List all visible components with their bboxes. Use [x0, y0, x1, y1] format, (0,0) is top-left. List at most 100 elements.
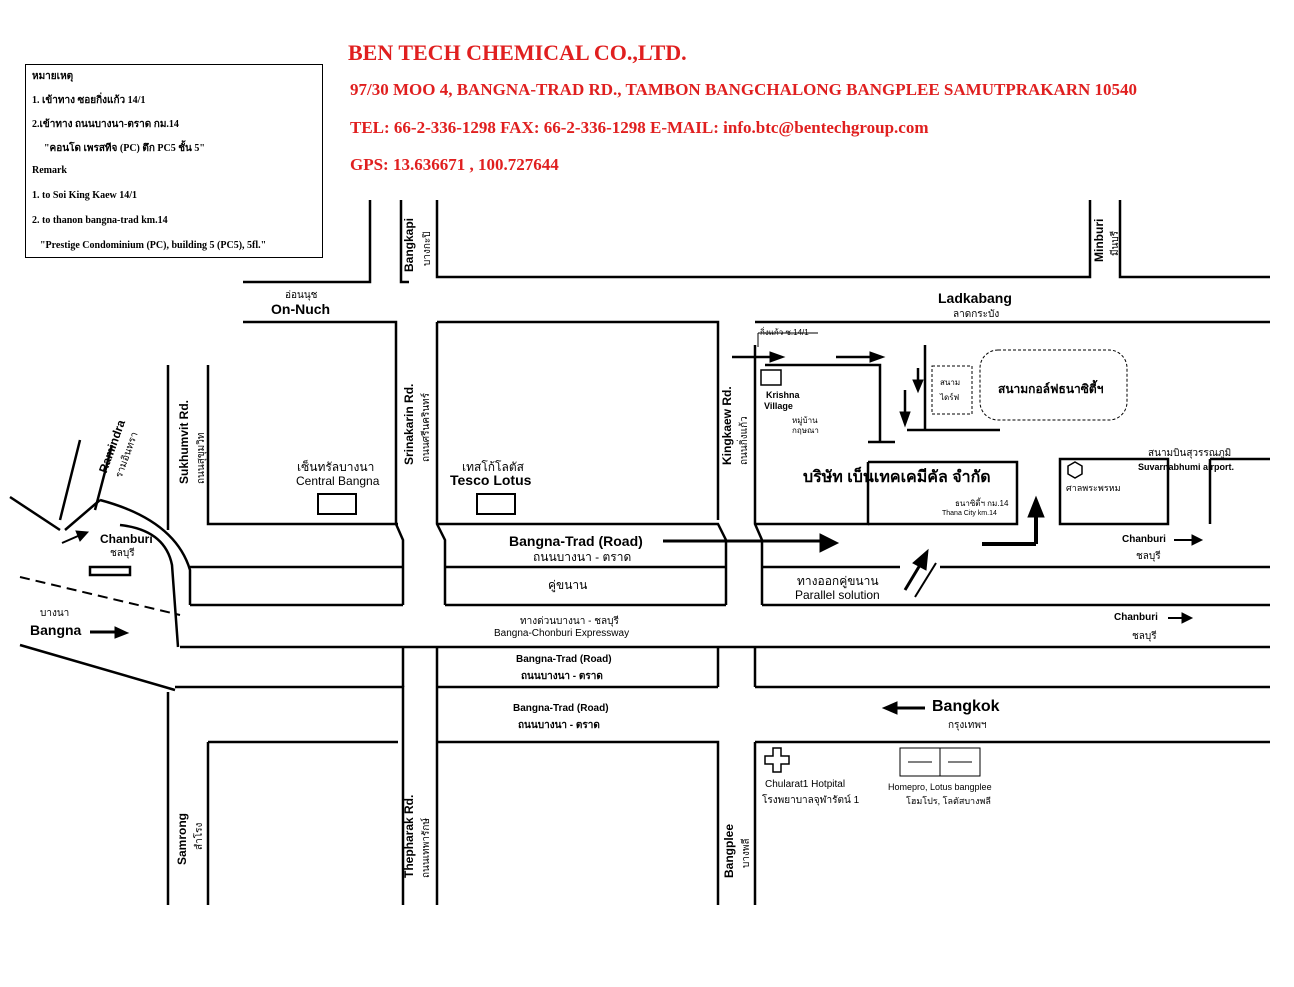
minburi-label: Minburi — [1092, 218, 1106, 262]
bangna-dashed-road — [19, 576, 181, 616]
remark-line: 2.เข้าทาง ถนนบางนา-ตราด กม.14 — [32, 119, 179, 130]
golf-course — [979, 349, 1128, 421]
srinakarin-th-label: ถนนศรีนครินทร์ — [421, 392, 432, 462]
homepro-label: Homepro, Lotus bangplee — [888, 782, 992, 792]
onnuch-south-edge — [243, 320, 398, 370]
bangnatrad2-label: Bangna-Trad (Road) — [516, 654, 612, 665]
bangnatrad2-th-label: ถนนบางนา - ตราด — [521, 671, 603, 682]
bangkapi-th-label: บางกะปิ — [422, 231, 433, 266]
bangkapi-label: Bangkapi — [402, 217, 416, 272]
chanburi-label: Chanburi — [100, 532, 153, 546]
soi-road — [765, 363, 882, 442]
kingkaew-th-label: ถนนกิ่งแก้ว — [739, 416, 750, 465]
junction-island — [88, 565, 132, 577]
company-gps: GPS: 13.636671 , 100.727644 — [350, 155, 559, 174]
central-th-label: เซ็นทรัลบางนา — [297, 460, 375, 474]
chanburi3-label: Chanburi — [1114, 612, 1158, 623]
samrong-th-label: สำโรง — [194, 822, 205, 850]
samrong-label: Samrong — [175, 812, 189, 865]
driving-range — [931, 365, 973, 415]
hospital-th-label: โรงพยาบาลจุฬารัตน์ 1 — [762, 795, 860, 806]
krishna-th-1: หมู่บ้าน — [792, 416, 818, 425]
tesco-label: Tesco Lotus — [450, 472, 532, 488]
soi-label: กิ่งแก้ว ซ.14/1 — [760, 328, 809, 337]
sukhumvit-label: Sukhumvit Rd. — [177, 399, 191, 484]
remark-line: Remark — [32, 165, 67, 176]
bangna-label: Bangna — [30, 622, 82, 638]
bangnatrad-label: Bangna-Trad (Road) — [509, 533, 643, 549]
company-block — [868, 440, 1019, 526]
krishna-th-2: กฤษณา — [792, 426, 819, 435]
minburi-th-label: มีนบุรี — [1110, 230, 1121, 256]
thanacity-label: Thana City km.14 — [942, 510, 997, 517]
hospital-label: Chularat1 Hotpital — [765, 779, 846, 790]
west-road-2 — [64, 499, 101, 531]
bangplee-road — [437, 740, 1270, 905]
remark-line: 1. to Soi King Kaew 14/1 — [32, 190, 138, 201]
bangna-road-lower — [19, 643, 176, 692]
airport-th-label: สนามบินสุวรรณภูมิ — [1148, 448, 1232, 459]
samrong-east — [206, 740, 398, 905]
bangna-th-label: บางนา — [40, 608, 70, 619]
west-road-1 — [9, 495, 61, 532]
parallel-exit-label: Parallel solution — [795, 588, 880, 602]
chanburi-curve-1 — [119, 523, 180, 648]
remark-line: 1. เข้าทาง ซอยกิ่งแก้ว 14/1 — [32, 95, 146, 106]
srinakarin-east — [435, 322, 447, 605]
expressway-label: Bangna-Chonburi Expressway — [494, 628, 630, 639]
chanburi2-label: Chanburi — [1122, 534, 1166, 545]
bangkok-label: Bangkok — [932, 698, 1000, 715]
bangnatrad-north-edge — [437, 522, 728, 605]
kingkaew-east — [753, 345, 764, 605]
parallel-th-label: คู่ขนาน — [548, 578, 588, 592]
company-address: 97/30 MOO 4, BANGNA-TRAD RD., TAMBON BAN… — [350, 80, 1138, 99]
central-label: Central Bangna — [296, 474, 380, 488]
onnuch-to-kingkaew — [437, 320, 720, 520]
ladkabang-th-label: ลาดกระบัง — [953, 309, 1000, 320]
remark-line: 2. to thanon bangna-trad km.14 — [32, 215, 168, 226]
ladkabang-label: Ladkabang — [938, 290, 1012, 306]
airport-label: Suvarnabhumi airport. — [1138, 462, 1235, 472]
bangkapi-road — [243, 200, 409, 284]
chanburi-th-label: ชลบุรี — [110, 548, 135, 559]
krishna-icon — [760, 369, 782, 386]
field-th-1: สนาม — [940, 378, 961, 387]
company-th-label: บริษัท เบ็นเทคเคมีคัล จำกัด — [803, 469, 991, 486]
route-arrows — [61, 351, 1204, 715]
chanburi2-th-label: ชลบุรี — [1136, 551, 1161, 562]
expressway-th-label: ทางด่วนบางนา - ชลบุรี — [520, 616, 619, 627]
parallel-exit-th-label: ทางออกคู่ขนาน — [797, 574, 879, 588]
company-contact: TEL: 66-2-336-1298 FAX: 66-2-336-1298 E-… — [350, 118, 929, 137]
bangnatrad-th-label: ถนนบางนา - ตราด — [533, 550, 632, 564]
chanburi-curve-2 — [99, 498, 192, 605]
golf-label: สนามกอล์ฟธนาซิตี้ฯ — [998, 382, 1104, 396]
onnuch-label: On-Nuch — [271, 301, 331, 317]
thanacity-th-label: ธนาซิตี้ฯ กม.14 — [955, 499, 1009, 508]
remark-box: หมายเหตุ 1. เข้าทาง ซอยกิ่งแก้ว 14/1 2.เ… — [25, 64, 323, 258]
homepro-th-label: โฮมโปร, โลตัสบางพลี — [906, 796, 991, 806]
onnuch-th-label: อ่อนนุช — [285, 290, 318, 301]
airport-block — [1208, 457, 1270, 524]
bangplee-label: Bangplee — [722, 823, 736, 878]
bangplee-junction — [716, 647, 757, 687]
bangkok-th-label: กรุงเทพฯ — [948, 720, 987, 731]
shrine-label: ศาลพระพรหม — [1066, 483, 1121, 493]
remark-line: "Prestige Condominium (PC), building 5 (… — [40, 240, 267, 251]
ramindra-road — [58, 439, 114, 521]
krishna-label-1: Krishna — [766, 390, 800, 400]
bangnatrad3-th-label: ถนนบางนา - ตราด — [518, 720, 600, 731]
top-road-north-edge — [435, 200, 1270, 279]
company-name: BEN TECH CHEMICAL CO.,LTD. — [348, 40, 687, 65]
tesco-th-label: เทสโก้โลตัส — [462, 460, 524, 474]
thepharak-junction — [401, 647, 439, 687]
sukhumvit-th-label: ถนนสุขุมวิท — [196, 432, 207, 484]
field-th-2: ไดร์ฟ — [940, 393, 960, 402]
thepharak-road — [175, 685, 439, 905]
bangplee-th-label: บางพลี — [741, 838, 752, 868]
krishna-label-2: Village — [764, 401, 793, 411]
central-icon — [317, 493, 357, 515]
chanburi3-th-label: ชลบุรี — [1132, 631, 1157, 642]
hospital-cross-icon — [764, 747, 790, 773]
remark-line: "คอนโด เพรสทีจ (PC) ตึก PC5 ชั้น 5" — [44, 143, 205, 154]
